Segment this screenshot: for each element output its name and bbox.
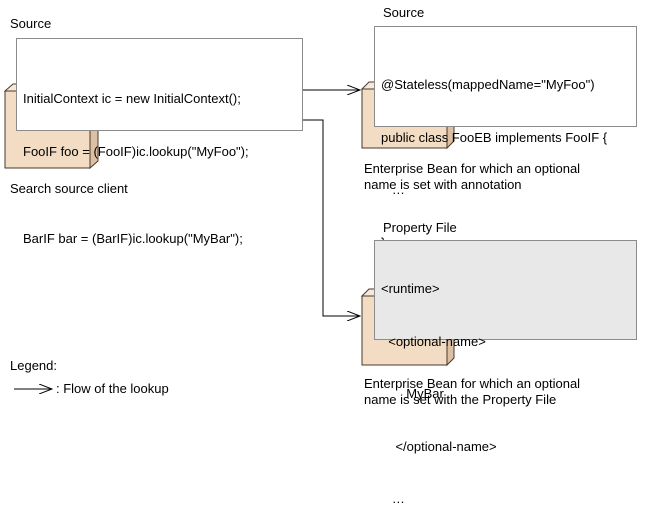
annotation-code-box: @Stateless(mappedName="MyFoo") public cl… xyxy=(374,26,637,250)
client-code-line: BarIF bar = (BarIF)ic.lookup("MyBar"); xyxy=(23,231,243,246)
annotation-code-line: … xyxy=(381,182,405,197)
client-source-title: Source xyxy=(10,16,52,31)
annotation-code-line: @Stateless(mappedName="MyFoo") xyxy=(381,77,595,92)
property-caption-line: Enterprise Bean for which an optional xyxy=(364,376,581,391)
client-code-line: FooIF foo = (FooIF)ic.lookup("MyFoo"); xyxy=(23,143,249,159)
client-code-line: InitialContext ic = new InitialContext()… xyxy=(23,91,241,106)
legend-flow-label: : Flow of the lookup xyxy=(56,381,169,396)
legend-title: Legend: xyxy=(10,358,57,373)
client-code-box: InitialContext ic = new InitialContext()… xyxy=(16,38,303,246)
annotation-source-title: Source xyxy=(383,5,425,20)
annotation-caption-line: name is set with annotation xyxy=(364,177,522,192)
property-file-title: Property File xyxy=(383,220,457,235)
property-code-box: <runtime> <optional-name> MyBar </option… xyxy=(374,240,637,506)
annotation-code-line: public class FooEB implements FooIF { xyxy=(381,129,608,145)
client-caption: Search source client xyxy=(10,181,128,196)
property-code-line: </optional-name> xyxy=(381,438,497,454)
property-caption-line: name is set with the Property File xyxy=(364,392,557,407)
property-code-line: <runtime> xyxy=(381,281,440,296)
lookup-arrow-mybar xyxy=(290,119,360,316)
property-code-line: <optional-name> xyxy=(381,333,486,349)
property-code-line: MyBar xyxy=(381,386,444,401)
annotation-caption-line: Enterprise Bean for which an optional xyxy=(364,161,581,176)
property-code-line: … xyxy=(381,491,405,506)
